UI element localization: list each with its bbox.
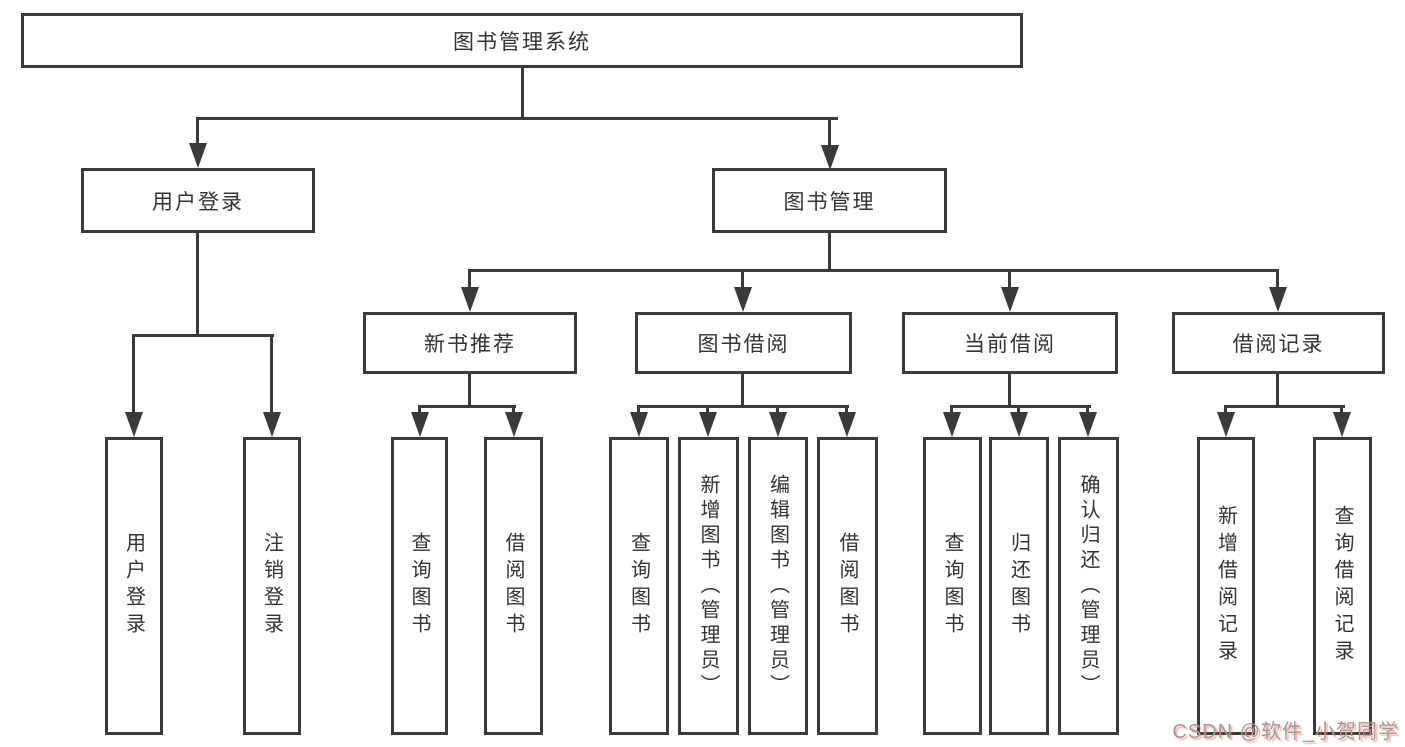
connector-root-split <box>196 117 838 120</box>
node-user-login-group-label: 用户登录 <box>152 190 244 214</box>
connector-root-stem <box>521 66 524 119</box>
node-borrow-records: 借阅记录 <box>1172 312 1385 374</box>
leaf-logout: 注销登录 <box>243 437 301 735</box>
leaf-nb-borrow-books-label: 借阅图书 <box>502 532 524 640</box>
leaf-cb-confirm-return-admin: 确认归还（管理员） <box>1058 437 1119 735</box>
connector-drop <box>776 405 779 415</box>
connector-book-mgmt-stem <box>828 231 831 272</box>
connector-drop-leaf-login <box>132 334 135 414</box>
node-user-login-group: 用户登录 <box>81 168 315 233</box>
arrowhead-leaf-logout <box>263 412 281 437</box>
leaf-cb-query-books: 查询图书 <box>923 437 982 735</box>
leaf-br-query-record-label: 查询借阅记录 <box>1331 505 1353 667</box>
connector-drop <box>512 405 515 415</box>
node-new-book-rec-label: 新书推荐 <box>424 333 516 356</box>
connector-drop <box>1224 405 1227 415</box>
node-current-borrow-label: 当前借阅 <box>964 333 1056 356</box>
node-borrow-records-label: 借阅记录 <box>1232 333 1325 356</box>
arrowhead <box>699 412 717 437</box>
connector-drop <box>845 405 848 415</box>
connector-drop <box>950 405 953 415</box>
arrowhead <box>943 412 961 437</box>
leaf-bb-query-books: 查询图书 <box>609 437 669 735</box>
node-book-borrow-label: 图书借阅 <box>697 333 790 356</box>
connector-book-borrow-split <box>637 405 849 408</box>
leaf-logout-label: 注销登录 <box>260 532 283 640</box>
leaf-bb-edit-books-admin-label: 编辑图书（管理员） <box>766 473 789 699</box>
arrowhead <box>769 412 787 437</box>
leaf-br-add-record-label: 新增借阅记录 <box>1214 505 1237 667</box>
connector-new-book-split <box>418 405 516 408</box>
leaf-bb-edit-books-admin: 编辑图书（管理员） <box>748 437 808 735</box>
connector-drop-borrow-records <box>1276 269 1279 288</box>
leaf-cb-confirm-return-admin-label: 确认归还（管理员） <box>1077 473 1099 699</box>
arrowhead-current-borrow <box>1001 287 1019 312</box>
arrowhead-book-mgmt <box>821 145 839 170</box>
node-current-borrow: 当前借阅 <box>902 312 1118 374</box>
connector-drop-user-login <box>196 117 199 145</box>
arrowhead <box>411 412 429 437</box>
connector-drop <box>1086 405 1089 415</box>
connector-drop-book-mgmt <box>828 117 831 147</box>
leaf-bb-add-books-admin-label: 新增图书（管理员） <box>697 473 719 699</box>
arrowhead <box>1333 412 1351 437</box>
connector-borrow-records-stem <box>1276 372 1279 408</box>
leaf-user-login-label: 用户登录 <box>122 532 145 640</box>
connector-book-borrow-stem <box>741 372 744 408</box>
connector-drop <box>637 405 640 415</box>
connector-user-login-stem <box>196 231 199 336</box>
leaf-bb-borrow-books-label: 借阅图书 <box>836 532 858 640</box>
connector-current-borrow-stem <box>1008 372 1011 408</box>
leaf-nb-query-books-label: 查询图书 <box>408 532 430 640</box>
leaf-cb-query-books-label: 查询图书 <box>941 532 963 640</box>
connector-drop <box>418 405 421 415</box>
connector-current-borrow-split <box>950 405 1091 408</box>
arrowhead-borrow-records <box>1269 287 1287 312</box>
leaf-user-login: 用户登录 <box>105 437 163 735</box>
connector-drop-book-borrow <box>741 269 744 288</box>
arrowhead <box>630 412 648 437</box>
node-root-label: 图书管理系统 <box>453 30 591 54</box>
connector-borrow-records-split <box>1224 405 1345 408</box>
leaf-br-add-record: 新增借阅记录 <box>1197 437 1255 735</box>
connector-drop-current-borrow <box>1008 269 1011 288</box>
arrowhead <box>1079 412 1097 437</box>
connector-new-book-stem <box>468 372 471 408</box>
leaf-br-query-record: 查询借阅记录 <box>1313 437 1372 735</box>
arrowhead <box>1217 412 1235 437</box>
leaf-cb-return-books-label: 归还图书 <box>1007 532 1030 640</box>
leaf-bb-borrow-books: 借阅图书 <box>817 437 878 735</box>
node-new-book-rec: 新书推荐 <box>363 312 577 374</box>
csdn-watermark: CSDN @软件_小贺同学 <box>1172 721 1399 743</box>
node-book-borrow: 图书借阅 <box>635 312 852 374</box>
arrowhead-book-borrow <box>734 287 752 312</box>
connector-drop <box>706 405 709 415</box>
arrowhead <box>505 412 523 437</box>
leaf-nb-borrow-books: 借阅图书 <box>484 437 543 735</box>
arrowhead-new-book <box>461 287 479 312</box>
node-book-mgmt: 图书管理 <box>712 168 947 233</box>
leaf-bb-add-books-admin: 新增图书（管理员） <box>678 437 739 735</box>
leaf-cb-return-books: 归还图书 <box>989 437 1049 735</box>
leaf-bb-query-books-label: 查询图书 <box>627 532 650 640</box>
connector-book-mgmt-split <box>468 269 1279 272</box>
arrowhead <box>1010 412 1028 437</box>
node-root: 图书管理系统 <box>21 13 1023 68</box>
connector-drop <box>1340 405 1343 415</box>
connector-drop <box>1017 405 1020 415</box>
arrowhead <box>838 412 856 437</box>
connector-drop-new-book <box>468 269 471 288</box>
connector-user-login-split <box>132 334 274 337</box>
connector-drop-leaf-logout <box>270 334 273 414</box>
arrowhead-leaf-login <box>125 412 143 437</box>
leaf-nb-query-books: 查询图书 <box>391 437 448 735</box>
arrowhead-user-login <box>189 143 207 168</box>
node-book-mgmt-label: 图书管理 <box>783 190 876 214</box>
